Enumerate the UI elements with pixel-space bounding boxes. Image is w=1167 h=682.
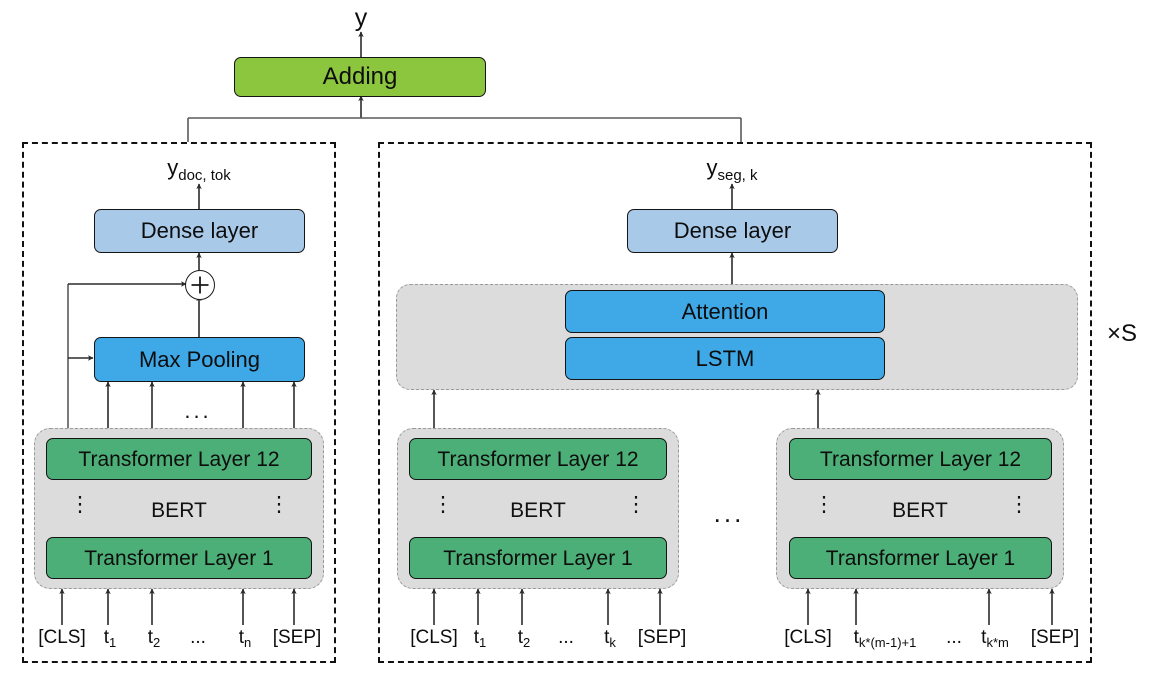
segment-branch-panel bbox=[378, 142, 1092, 663]
left-bert-vdots-left: ⋮ bbox=[69, 493, 91, 516]
segment-last-vdots-right: ⋮ bbox=[1008, 493, 1030, 516]
left-output-subscript: doc, tok bbox=[178, 167, 231, 184]
left-bert-title: BERT bbox=[151, 499, 207, 522]
max-pooling-box[interactable]: Max Pooling bbox=[94, 337, 305, 382]
lstm-box[interactable]: LSTM bbox=[565, 337, 885, 380]
segment-first-top-layer-label: Transformer Layer 12 bbox=[437, 447, 639, 471]
segment-first-vdots-right: ⋮ bbox=[625, 493, 647, 516]
segment-ellipsis: ... bbox=[713, 498, 745, 528]
attention-label: Attention bbox=[681, 298, 769, 324]
segment-last-bert-title: BERT bbox=[892, 499, 948, 522]
adding-box[interactable]: Adding bbox=[234, 57, 486, 97]
segment-last-transformer-layer-1[interactable]: Transformer Layer 1 bbox=[789, 537, 1052, 579]
segment-last-token-end: tk*m bbox=[981, 627, 1009, 650]
sum-node bbox=[185, 270, 215, 300]
segment-first-token-t1: t1 bbox=[473, 627, 487, 650]
right-dense-label: Dense layer bbox=[673, 218, 792, 243]
max-pooling-label: Max Pooling bbox=[138, 346, 261, 372]
left-token-sep: [SEP] bbox=[272, 627, 322, 648]
segment-first-transformer-layer-1[interactable]: Transformer Layer 1 bbox=[409, 537, 667, 579]
repeat-count-label: ×S bbox=[1107, 320, 1138, 347]
segment-first-token-ellipsis: ... bbox=[558, 627, 574, 648]
right-output-subscript: seg, k bbox=[717, 167, 758, 184]
segment-last-token-cls: [CLS] bbox=[784, 627, 832, 648]
lstm-label: LSTM bbox=[695, 345, 755, 371]
segment-first-bert-title: BERT bbox=[510, 499, 566, 522]
left-token-t1: t1 bbox=[103, 627, 117, 650]
left-pool-ellipsis: ... bbox=[184, 398, 212, 423]
segment-last-token-start: tk*(m-1)+1 bbox=[853, 627, 917, 650]
plus-circle-icon bbox=[191, 276, 209, 294]
segment-first-token-tk: tk bbox=[604, 627, 616, 650]
final-output-label: y bbox=[354, 4, 368, 32]
segment-last-token-sep: [SEP] bbox=[1030, 627, 1080, 648]
left-output-label: ydoc, tok bbox=[167, 155, 231, 184]
segment-last-bottom-layer-label: Transformer Layer 1 bbox=[825, 546, 1016, 570]
left-dense-layer[interactable]: Dense layer bbox=[94, 209, 305, 253]
segment-first-vdots-left: ⋮ bbox=[432, 493, 454, 516]
adding-label: Adding bbox=[322, 63, 398, 90]
left-top-layer-label: Transformer Layer 12 bbox=[78, 447, 280, 471]
segment-last-top-layer-label: Transformer Layer 12 bbox=[819, 447, 1022, 471]
segment-last-transformer-layer-12[interactable]: Transformer Layer 12 bbox=[789, 438, 1052, 480]
document-branch-panel bbox=[22, 142, 336, 663]
segment-first-transformer-layer-12[interactable]: Transformer Layer 12 bbox=[409, 438, 667, 480]
left-dense-label: Dense layer bbox=[140, 218, 259, 243]
left-token-cls: [CLS] bbox=[38, 627, 86, 648]
left-transformer-layer-1[interactable]: Transformer Layer 1 bbox=[46, 537, 312, 579]
left-token-ellipsis: ... bbox=[190, 627, 206, 648]
left-token-tn: tn bbox=[238, 627, 252, 650]
left-bert-vdots-right: ⋮ bbox=[268, 493, 290, 516]
segment-first-token-cls: [CLS] bbox=[410, 627, 458, 648]
left-token-t2: t2 bbox=[147, 627, 161, 650]
right-dense-layer[interactable]: Dense layer bbox=[627, 209, 838, 253]
attention-box[interactable]: Attention bbox=[565, 290, 885, 333]
segment-first-bottom-layer-label: Transformer Layer 1 bbox=[443, 546, 633, 570]
segment-first-token-sep: [SEP] bbox=[637, 627, 687, 648]
left-bottom-layer-label: Transformer Layer 1 bbox=[84, 546, 274, 570]
right-output-label: yseg, k bbox=[706, 155, 758, 184]
segment-last-vdots-left: ⋮ bbox=[813, 493, 835, 516]
segment-last-token-ellipsis: ... bbox=[946, 627, 962, 648]
left-transformer-layer-12[interactable]: Transformer Layer 12 bbox=[46, 438, 312, 480]
segment-first-token-t2: t2 bbox=[517, 627, 531, 650]
